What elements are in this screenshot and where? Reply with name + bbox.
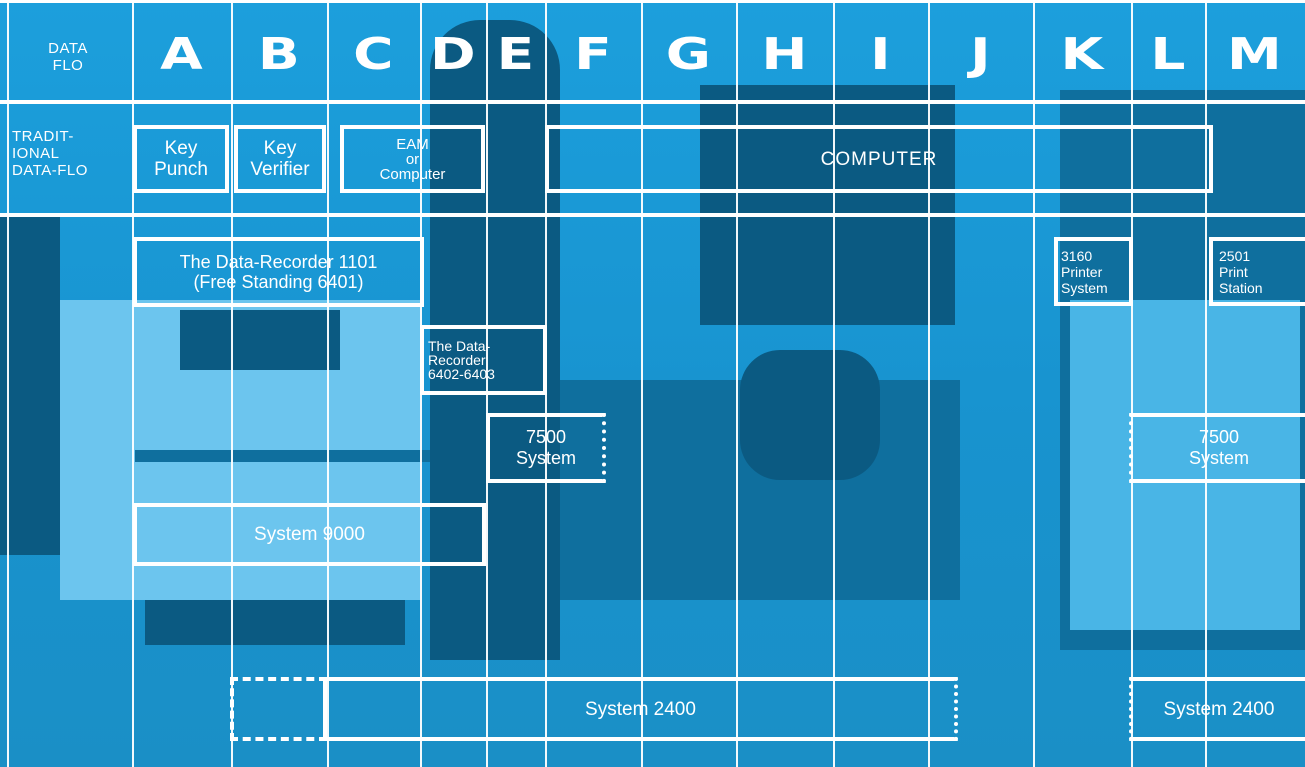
desk-base: [145, 600, 405, 645]
print-station-2501-label: 2501 Print Station: [1219, 247, 1263, 296]
grid-vline: [641, 0, 643, 767]
grid-vline: [736, 0, 738, 767]
right-cabinet-panel: [1070, 300, 1300, 630]
grid-vline: [1205, 0, 1207, 767]
grid-header-line: [0, 100, 1305, 104]
column-header-h: H: [761, 29, 809, 80]
column-header-e: E: [496, 29, 536, 80]
column-header-b: B: [257, 29, 302, 80]
column-header-l: L: [1150, 29, 1187, 80]
key-punch-label: Key Punch: [154, 138, 208, 180]
system-2400-main-label: System 2400: [585, 698, 696, 720]
left-machine-shape: [0, 215, 60, 555]
grid-vline: [833, 0, 835, 767]
computer-box: COMPUTER: [545, 125, 1213, 193]
printer-3160-label: 3160 Printer System: [1061, 247, 1108, 296]
system-2400-right-label: System 2400: [1163, 698, 1275, 720]
computer-label: COMPUTER: [820, 148, 938, 170]
system-7500-right-box: 7500 System: [1129, 413, 1305, 483]
column-header-d: D: [430, 29, 477, 80]
grid-traditional-line: [0, 213, 1305, 217]
grid-vline: [327, 0, 329, 767]
column-header-a: A: [160, 29, 204, 80]
column-header-c: C: [353, 29, 395, 80]
console-panel: [180, 310, 340, 370]
data-recorder-1101-label: The Data-Recorder 1101 (Free Standing 64…: [179, 252, 378, 292]
key-verifier-label: Key Verifier: [250, 138, 310, 180]
print-station-2501-box: 2501 Print Station: [1209, 237, 1305, 306]
grid-vline: [231, 0, 233, 767]
grid-top-line: [0, 0, 1305, 3]
desk-stripe: [135, 450, 435, 462]
system-7500-right-label: 7500 System: [1188, 427, 1249, 468]
column-header-m: M: [1226, 29, 1283, 80]
printer-3160-box: 3160 Printer System: [1054, 237, 1133, 306]
grid-vline: [7, 0, 9, 767]
grid-vline: [132, 0, 134, 767]
eam-box: EAM or Computer: [340, 125, 485, 193]
system-2400-dashed-extension: [230, 677, 327, 741]
data-recorder-6402-label: The Data- Recorder 6402-6403: [428, 338, 495, 382]
system-7500-left-box: 7500 System: [486, 413, 606, 483]
system-9000-box: System 9000: [133, 503, 486, 566]
data-recorder-6402-box: The Data- Recorder 6402-6403: [420, 325, 547, 395]
key-punch-box: Key Punch: [133, 125, 229, 193]
column-header-f: F: [574, 29, 613, 80]
grid-vline: [1131, 0, 1133, 767]
grid-vline: [928, 0, 930, 767]
traditional-row-label: TRADIT- IONAL DATA-FLO: [12, 128, 88, 179]
data-recorder-1101-box: The Data-Recorder 1101 (Free Standing 64…: [133, 237, 424, 307]
grid-vline: [486, 0, 488, 767]
corner-label: DATA FLO: [48, 40, 88, 74]
chair-shape: [740, 350, 880, 480]
grid-vline: [1033, 0, 1035, 767]
column-header-g: G: [665, 29, 713, 80]
column-header-j: J: [970, 29, 992, 80]
column-header-k: K: [1060, 29, 1105, 80]
system-2400-right-box: System 2400: [1129, 677, 1305, 741]
system-7500-left-label: 7500 System: [515, 427, 576, 468]
system-9000-label: System 9000: [254, 524, 365, 545]
system-2400-main-box: System 2400: [323, 677, 958, 741]
computer-cabinet: [700, 85, 955, 325]
key-verifier-box: Key Verifier: [234, 125, 326, 193]
eam-label: EAM or Computer: [379, 135, 446, 183]
column-header-i: I: [870, 29, 892, 80]
